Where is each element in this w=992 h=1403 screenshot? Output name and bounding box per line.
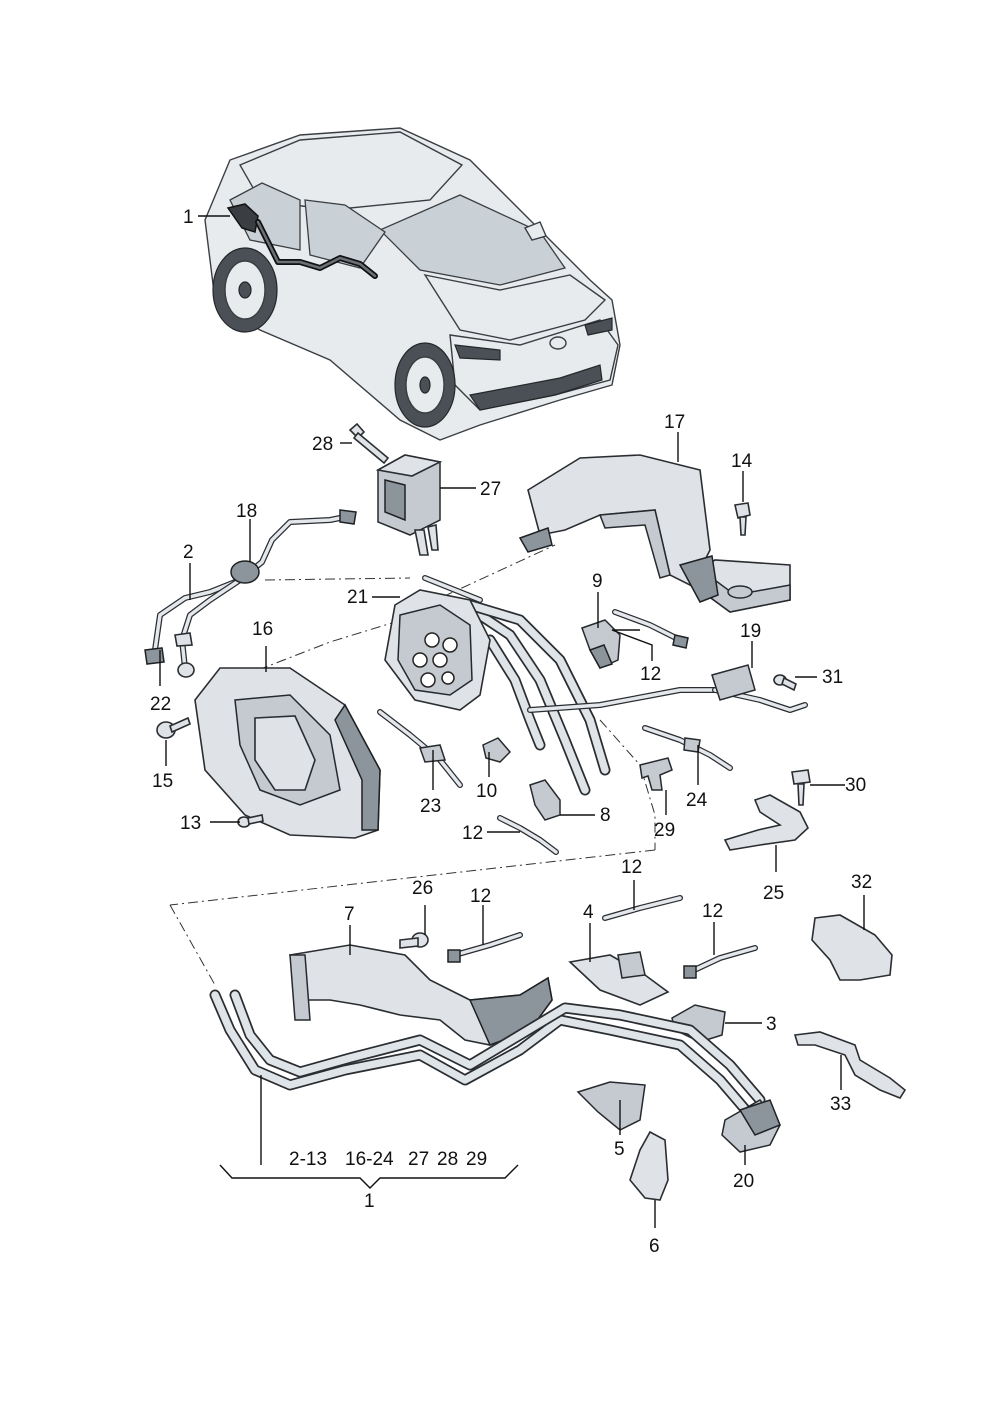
label-8: 8: [600, 805, 611, 826]
label-6: 6: [649, 1236, 660, 1257]
cable-tie-12-e: [683, 945, 758, 979]
bracket-total-1: 1: [364, 1191, 375, 1212]
bracket-group-29: 29: [466, 1149, 487, 1170]
part-33-bracket: [793, 1031, 907, 1099]
label-24: 24: [686, 790, 708, 811]
label-31: 31: [822, 667, 843, 688]
part-9-clip: [581, 619, 621, 669]
cable-tie-12-b: [497, 815, 559, 855]
part-15-screw: [156, 716, 191, 739]
label-25: 25: [763, 883, 784, 904]
label-12-c: 12: [470, 886, 491, 907]
group-bracket: [219, 1164, 519, 1189]
label-28: 28: [312, 434, 333, 455]
label-18: 18: [236, 501, 257, 522]
label-5: 5: [614, 1139, 625, 1160]
part-2-18-cable: [144, 509, 357, 678]
label-29: 29: [654, 820, 675, 841]
label-19: 19: [740, 621, 761, 642]
part-6-cover: [629, 1130, 669, 1201]
part-19-connector: [711, 664, 808, 713]
label-9: 9: [592, 571, 603, 592]
part-14-screw: [734, 502, 751, 536]
bracket-group-27: 27: [408, 1149, 429, 1170]
part-13-screw: [237, 814, 264, 828]
part-labels: 1 28 27 17 14 18 2 21 9 12 19 31 16 22 1…: [150, 207, 872, 1257]
label-13: 13: [180, 813, 201, 834]
label-3: 3: [766, 1014, 777, 1035]
label-17: 17: [664, 412, 685, 433]
bracket-group-28: 28: [437, 1149, 458, 1170]
part-17-cover: [518, 454, 791, 613]
bracket-group-2-13: 2-13: [289, 1149, 327, 1170]
part-21-charging-socket: [384, 575, 718, 796]
part-26-bolt: [399, 932, 429, 949]
label-1-car: 1: [183, 207, 194, 228]
label-12-a: 12: [640, 664, 661, 685]
label-32: 32: [851, 872, 872, 893]
label-4: 4: [583, 902, 594, 923]
label-14: 14: [731, 451, 753, 472]
cable-tie-12-a: [612, 609, 689, 649]
label-22: 22: [150, 694, 171, 715]
cable-tie-12-c: [447, 932, 523, 963]
label-15: 15: [152, 771, 173, 792]
part-30-bolt: [791, 769, 811, 806]
bracket-labels: 2-13 16-24 27 28 29 1: [289, 1149, 487, 1212]
label-21: 21: [347, 587, 368, 608]
cable-tie-23: [377, 709, 463, 788]
label-20: 20: [733, 1171, 754, 1192]
label-12-d: 12: [621, 857, 642, 878]
part-27-housing: [375, 454, 443, 556]
label-12-b: 12: [462, 823, 483, 844]
front-wheel: [394, 342, 456, 428]
part-16-base-plate: [194, 667, 381, 839]
part-20-harness: [209, 989, 781, 1153]
cable-tie-12-d: [602, 895, 683, 921]
label-10: 10: [476, 781, 497, 802]
part-25-bracket: [723, 794, 809, 851]
part-29-holder: [639, 757, 673, 791]
part-5-cover: [576, 1081, 646, 1131]
part-31-screw: [773, 674, 797, 692]
label-33: 33: [830, 1094, 851, 1115]
label-12-e: 12: [702, 901, 723, 922]
part-7-bracket: [289, 944, 553, 1046]
bracket-group-16-24: 16-24: [345, 1149, 394, 1170]
part-28-bolt: [348, 422, 390, 465]
part-10-clip: [482, 737, 512, 763]
label-27: 27: [480, 479, 501, 500]
label-30: 30: [845, 775, 866, 796]
rear-wheel: [212, 247, 278, 333]
label-2: 2: [183, 542, 194, 563]
car-illustration: [204, 127, 621, 441]
part-8-clamp: [529, 779, 561, 821]
part-4-holder: [568, 951, 670, 1006]
label-26: 26: [412, 878, 433, 899]
label-16: 16: [252, 619, 273, 640]
label-7: 7: [344, 904, 355, 925]
leader-lines: [159, 215, 865, 1228]
label-23: 23: [420, 796, 441, 817]
part-32-bracket: [811, 914, 893, 981]
